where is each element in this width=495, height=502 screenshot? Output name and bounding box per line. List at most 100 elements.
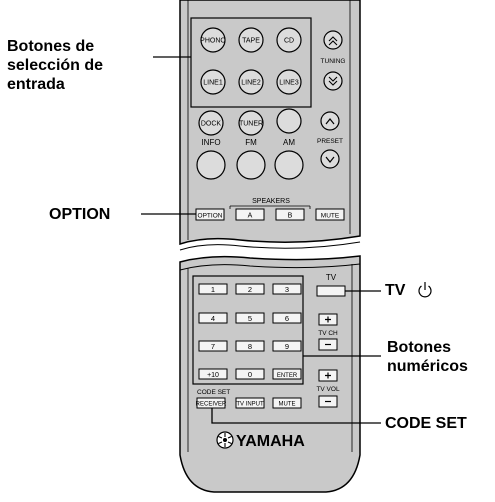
phono-button[interactable] <box>200 27 226 53</box>
input-buttons-frame <box>190 17 312 108</box>
key-plus10[interactable] <box>198 368 228 380</box>
numeric-callout-line-1: Botones <box>387 339 451 356</box>
speaker-b-label: B <box>288 213 293 220</box>
tv-callout: TV <box>385 282 406 299</box>
speaker-a-label: A <box>248 213 253 220</box>
top-remote-cut <box>179 241 361 251</box>
key-2-label: 2 <box>248 285 252 294</box>
tuning-down-icon <box>328 76 338 86</box>
option-callout: OPTION <box>49 206 111 223</box>
leader-lines <box>141 56 381 424</box>
input-buttons-callout-line-3: entrada <box>7 76 65 93</box>
tuner-label: TUNER <box>239 121 263 128</box>
key-5-label: 5 <box>248 314 252 323</box>
key-enter[interactable] <box>272 368 302 380</box>
key-7-label: 7 <box>211 342 215 351</box>
tuning-up-icon <box>328 36 338 46</box>
key-0[interactable] <box>235 368 265 380</box>
code-set-leader <box>211 408 381 424</box>
key-5[interactable] <box>235 312 265 324</box>
speaker-a-button[interactable] <box>235 208 265 221</box>
bottom-remote-cut <box>179 263 361 271</box>
mute-label-top: MUTE <box>321 213 340 220</box>
key-3[interactable] <box>272 283 302 295</box>
key-4[interactable] <box>198 312 228 324</box>
cd-button[interactable] <box>276 27 302 53</box>
key-2[interactable] <box>235 283 265 295</box>
receiver-label: RECEIVER <box>196 402 227 408</box>
phono-label: PHONO <box>200 38 226 45</box>
tv-vol-label: TV VOL <box>316 386 340 393</box>
code-set-label: CODE SET <box>197 389 230 396</box>
input-buttons-callout-line-1: Botones de <box>7 38 95 55</box>
key-enter-label: ENTER <box>277 373 298 379</box>
preset-label: PRESET <box>317 138 343 145</box>
tuner-button[interactable] <box>238 110 264 136</box>
cd-label: CD <box>284 38 294 45</box>
line3-label: LINE3 <box>279 80 299 87</box>
bottom-remote: TV 1 2 3 4 5 6 7 8 9 +10 0 <box>179 255 361 493</box>
key-0-label: 0 <box>248 370 252 379</box>
tv-vol-plus-icon <box>325 372 331 379</box>
tape-label: TAPE <box>242 38 260 45</box>
key-7[interactable] <box>198 340 228 352</box>
key-6-label: 6 <box>285 314 289 323</box>
info-button[interactable] <box>196 150 226 180</box>
numeric-keypad-frame <box>192 275 304 385</box>
line1-label: LINE1 <box>203 80 223 87</box>
tv-ch-label: TV CH <box>318 330 338 337</box>
fm-label: FM <box>245 138 257 147</box>
key-4-label: 4 <box>211 314 215 323</box>
line1-button[interactable] <box>200 69 226 95</box>
key-8[interactable] <box>235 340 265 352</box>
tv-ch-plus-icon <box>325 316 331 323</box>
preset-down-icon <box>325 156 335 163</box>
mute-button-bottom[interactable] <box>272 397 302 409</box>
mute-button-top[interactable] <box>315 208 345 221</box>
yamaha-logo-icon <box>216 431 234 449</box>
tv-label: TV <box>326 273 337 282</box>
preset-up-button[interactable] <box>320 111 340 131</box>
tv-input-label: TV INPUT <box>236 402 264 408</box>
code-set-callout: CODE SET <box>385 415 467 432</box>
tuning-up-button[interactable] <box>323 30 343 50</box>
top-remote: PHONO TAPE CD LINE1 LINE2 LINE3 TUNING D… <box>179 0 361 251</box>
numeric-callout: Botones numéricos <box>387 338 468 376</box>
key-1-label: 1 <box>211 285 215 294</box>
speaker-b-button[interactable] <box>275 208 305 221</box>
input-buttons-group: PHONO TAPE CD LINE1 LINE2 LINE3 <box>190 17 312 108</box>
line3-button[interactable] <box>276 69 302 95</box>
tape-button[interactable] <box>238 27 264 53</box>
key-1[interactable] <box>198 283 228 295</box>
tuning-label: TUNING <box>321 58 346 65</box>
option-button-label: OPTION <box>198 213 223 220</box>
line2-label: LINE2 <box>241 80 261 87</box>
fm-button[interactable] <box>236 150 266 180</box>
line2-button[interactable] <box>238 69 264 95</box>
dock-label: DOCK <box>201 121 222 128</box>
info-label: INFO <box>201 138 220 147</box>
input-buttons-callout: Botones de selección de entrada <box>7 37 103 94</box>
tv-power-button[interactable] <box>316 285 346 297</box>
key-3-label: 3 <box>285 285 289 294</box>
preset-up-icon <box>325 118 335 125</box>
key-8-label: 8 <box>248 342 252 351</box>
receiver-button[interactable] <box>196 397 226 409</box>
preset-down-button[interactable] <box>320 149 340 169</box>
key-9-label: 9 <box>285 342 289 351</box>
dock-button[interactable] <box>198 110 224 136</box>
blank-button[interactable] <box>276 108 302 134</box>
mute-label-bottom: MUTE <box>279 402 296 408</box>
power-icon <box>418 282 432 298</box>
tv-input-button[interactable] <box>235 397 265 409</box>
numeric-keypad: 1 2 3 4 5 6 7 8 9 +10 0 ENTER <box>198 283 302 380</box>
numeric-callout-line-2: numéricos <box>387 358 468 375</box>
key-9[interactable] <box>272 340 302 352</box>
brand-name: YAMAHA <box>236 433 305 450</box>
am-button[interactable] <box>274 150 304 180</box>
input-buttons-callout-line-2: selección de <box>7 57 104 74</box>
top-remote-body <box>179 0 361 246</box>
key-6[interactable] <box>272 312 302 324</box>
